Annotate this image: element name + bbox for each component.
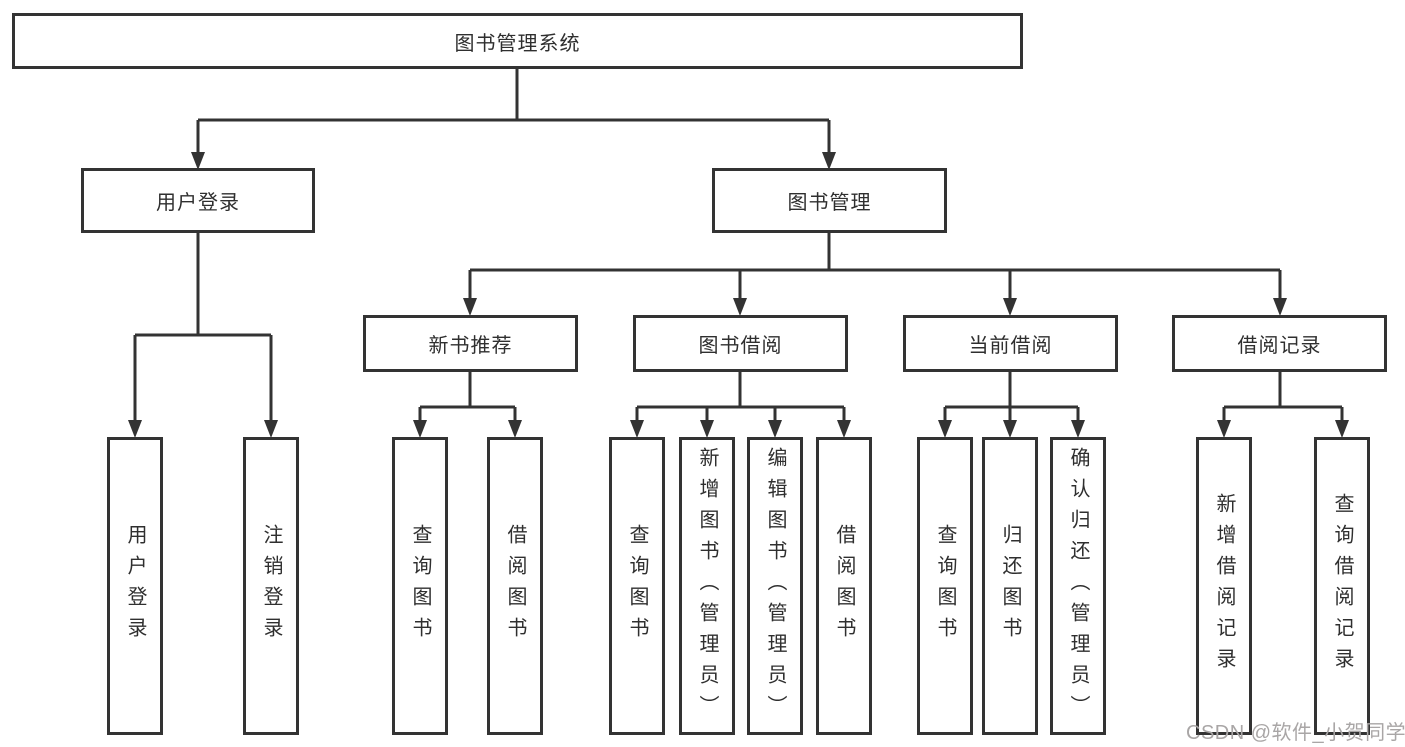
leaf-label: 确认归还（管理员） bbox=[1067, 446, 1089, 726]
leaf-label: 借阅图书 bbox=[833, 524, 855, 648]
leaf-query-borrow-record: 查询借阅记录 bbox=[1314, 437, 1370, 735]
arrowhead-icon bbox=[264, 420, 278, 438]
node-library-management-system: 图书管理系统 bbox=[12, 13, 1023, 69]
node-borrowing-records: 借阅记录 bbox=[1172, 315, 1387, 372]
arrowhead-icon bbox=[1071, 420, 1085, 438]
arrowhead-icon bbox=[413, 420, 427, 438]
leaf-label: 查询借阅记录 bbox=[1331, 493, 1353, 679]
leaf-logout: 注销登录 bbox=[243, 437, 299, 735]
leaf-query-books-current: 查询图书 bbox=[917, 437, 973, 735]
leaf-confirm-return-admin: 确认归还（管理员） bbox=[1050, 437, 1106, 735]
csdn-watermark: CSDN @软件_小贺同学 bbox=[1186, 722, 1405, 744]
leaf-user-login: 用户登录 bbox=[107, 437, 163, 735]
leaf-label: 编辑图书（管理员） bbox=[764, 446, 786, 726]
leaf-label: 查询图书 bbox=[934, 524, 956, 648]
leaf-label: 归还图书 bbox=[999, 524, 1021, 648]
node-new-book-recommendation: 新书推荐 bbox=[363, 315, 578, 372]
connector-path bbox=[133, 69, 1344, 422]
leaf-return-books: 归还图书 bbox=[982, 437, 1038, 735]
arrowhead-icon bbox=[700, 420, 714, 438]
arrowhead-icon bbox=[630, 420, 644, 438]
arrowhead-icon bbox=[1217, 420, 1231, 438]
leaf-label: 注销登录 bbox=[260, 524, 282, 648]
arrowhead-icon bbox=[938, 420, 952, 438]
arrowhead-icon bbox=[508, 420, 522, 438]
leaf-label: 用户登录 bbox=[124, 524, 146, 648]
node-book-borrowing: 图书借阅 bbox=[633, 315, 848, 372]
arrowhead-icon bbox=[1335, 420, 1349, 438]
arrowhead-icon bbox=[837, 420, 851, 438]
node-book-management: 图书管理 bbox=[712, 168, 947, 233]
leaf-label: 新增借阅记录 bbox=[1213, 493, 1235, 679]
leaf-borrow-books-recommend: 借阅图书 bbox=[487, 437, 543, 735]
leaf-borrow-books: 借阅图书 bbox=[816, 437, 872, 735]
leaf-label: 借阅图书 bbox=[504, 524, 526, 648]
arrowhead-icon bbox=[191, 152, 205, 170]
arrowhead-icon bbox=[733, 298, 747, 316]
arrowhead-icon bbox=[768, 420, 782, 438]
leaf-label: 查询图书 bbox=[409, 524, 431, 648]
arrowhead-icon bbox=[128, 420, 142, 438]
leaf-add-borrow-record: 新增借阅记录 bbox=[1196, 437, 1252, 735]
leaf-label: 查询图书 bbox=[626, 524, 648, 648]
node-user-login: 用户登录 bbox=[81, 168, 315, 233]
arrowhead-icon bbox=[1273, 298, 1287, 316]
node-current-borrowing: 当前借阅 bbox=[903, 315, 1118, 372]
leaf-query-books-recommend: 查询图书 bbox=[392, 437, 448, 735]
arrowhead-icon bbox=[1003, 298, 1017, 316]
leaf-add-books-admin: 新增图书（管理员） bbox=[679, 437, 735, 735]
leaf-label: 新增图书（管理员） bbox=[696, 446, 718, 726]
arrowhead-icon bbox=[822, 152, 836, 170]
leaf-edit-books-admin: 编辑图书（管理员） bbox=[747, 437, 803, 735]
arrowheads bbox=[128, 152, 1349, 438]
leaf-query-books-borrow: 查询图书 bbox=[609, 437, 665, 735]
arrowhead-icon bbox=[463, 298, 477, 316]
arrowhead-icon bbox=[1003, 420, 1017, 438]
